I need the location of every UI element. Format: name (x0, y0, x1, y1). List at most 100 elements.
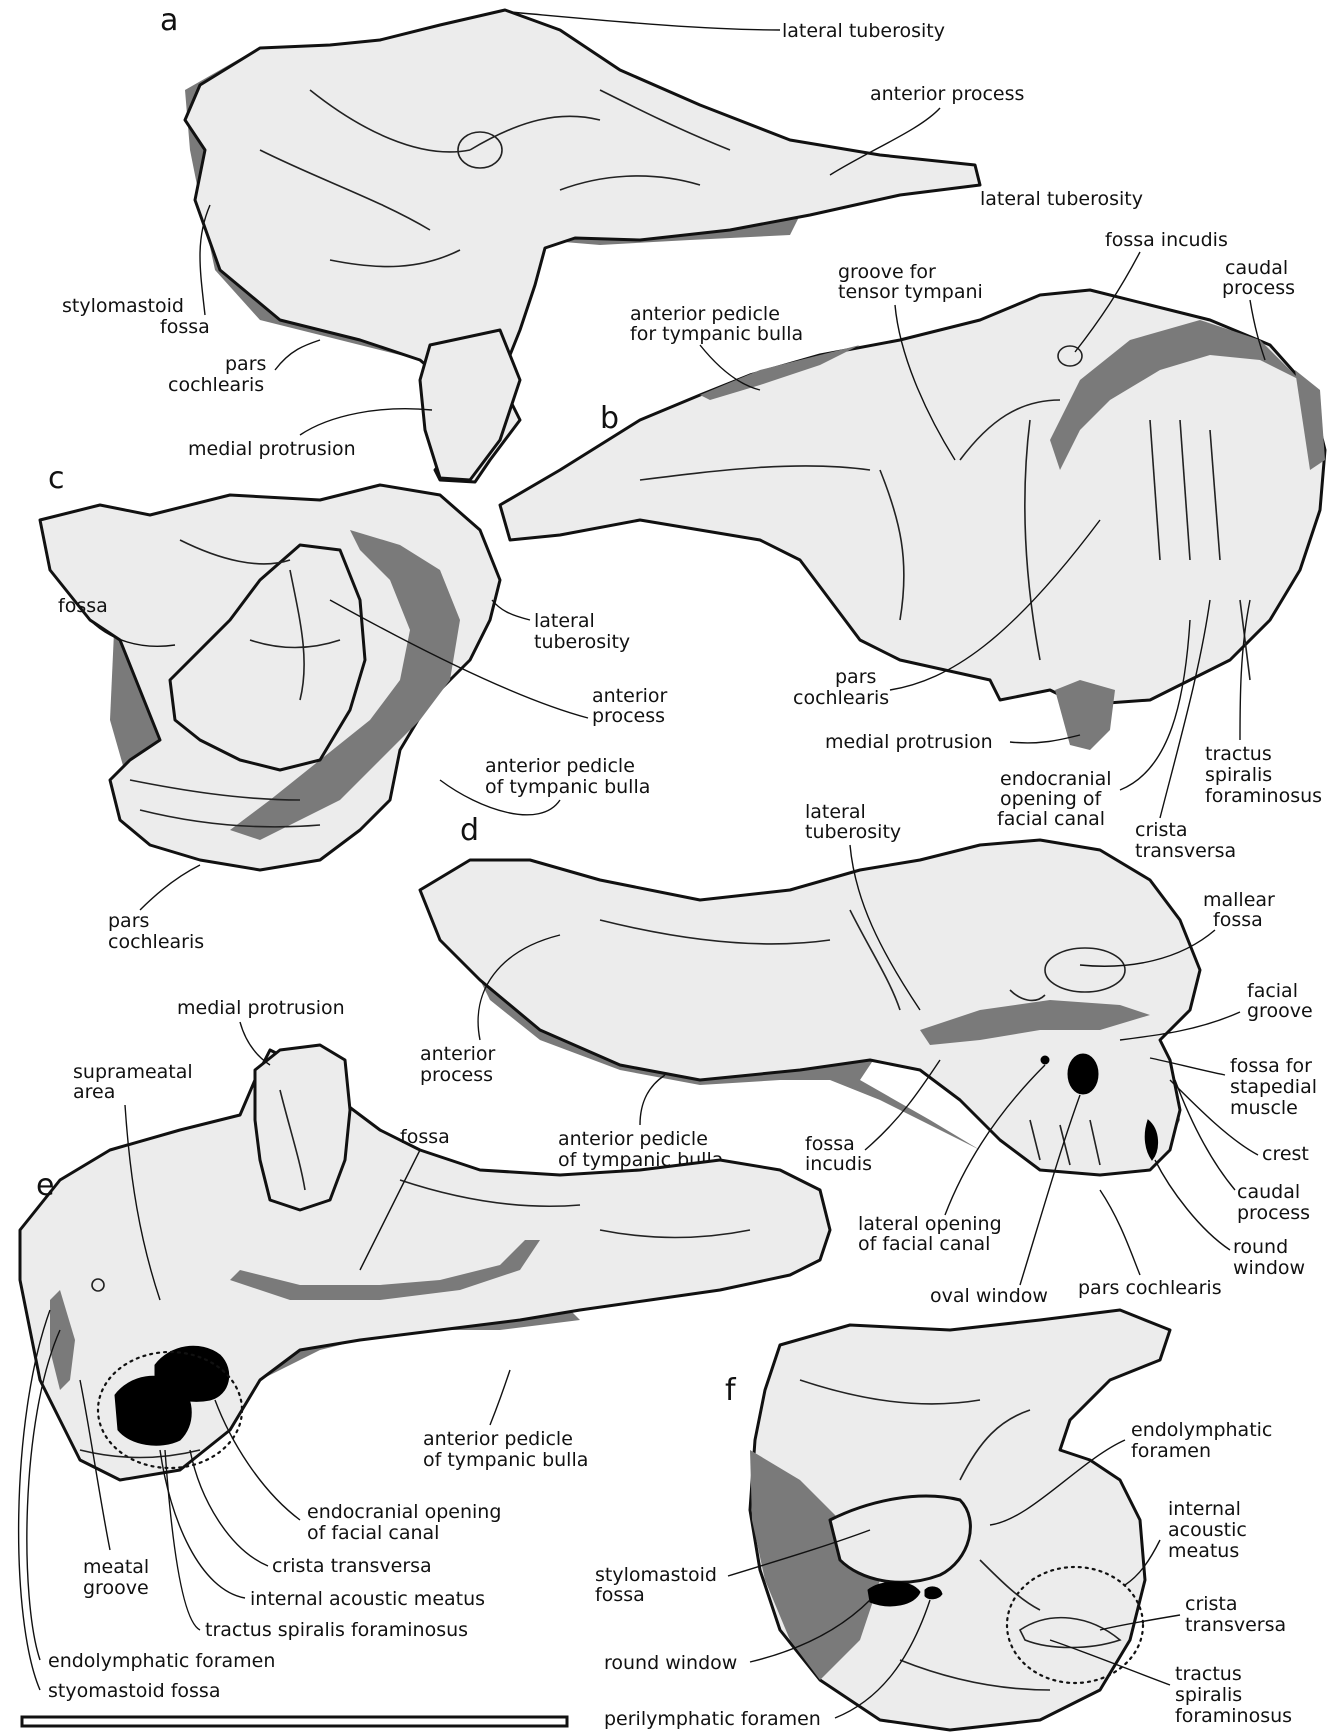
label-e-styomastoid: styomastoid fossa (48, 1680, 220, 1702)
label-b-crista-line2: transversa (1135, 840, 1236, 862)
panel-f-letter: f (725, 1373, 737, 1408)
panel-e (20, 1045, 830, 1480)
label-e-suprameatal-line1: suprameatal (73, 1061, 193, 1083)
label-d-caudal-line2: process (1237, 1202, 1310, 1224)
label-d-anterior-process-line1: anterior (420, 1043, 496, 1065)
label-a-pars-line2: cochlearis (168, 374, 264, 396)
panel-b-letter: b (600, 401, 619, 436)
label-d-oval-window: oval window (930, 1285, 1048, 1307)
scale-bar (22, 1717, 567, 1726)
label-b-endocranial-line3: facial canal (997, 808, 1105, 830)
label-c-lateral-line2: tuberosity (534, 631, 630, 653)
label-a-pars-line1: pars (225, 353, 266, 375)
label-e-endolymphatic: endolymphatic foramen (48, 1650, 275, 1672)
label-d-lateral-line1: lateral (805, 801, 866, 823)
label-b-anterior-pedicle-line1: anterior pedicle (630, 303, 780, 325)
label-f-tractus-line3: foraminosus (1175, 1705, 1292, 1727)
label-b-tractus-line2: spiralis (1205, 764, 1272, 786)
label-d-mallear-line2: fossa (1213, 909, 1263, 931)
label-d-lateral-line2: tuberosity (805, 821, 901, 843)
label-d-round-line2: window (1233, 1257, 1305, 1279)
label-a-stylomastoid-line2: fossa (160, 316, 210, 338)
label-b-groove-line1: groove for (838, 261, 936, 283)
panel-b-medial-protrusion (1055, 680, 1115, 750)
label-b-pars-line2: cochlearis (793, 687, 889, 709)
label-d-round-line1: round (1233, 1236, 1288, 1258)
label-b-endocranial-line2: opening of (1000, 788, 1102, 810)
label-b-caudal-line2: process (1222, 277, 1295, 299)
label-a-stylomastoid-line1: stylomastoid (62, 295, 184, 317)
label-b-fossa-incudis: fossa incudis (1105, 229, 1228, 251)
label-c-pars-line1: pars (108, 910, 149, 932)
panel-a-letter: a (160, 3, 178, 38)
label-f-crista-line1: crista (1185, 1593, 1238, 1615)
label-d-pars-cochlearis: pars cochlearis (1078, 1277, 1222, 1299)
label-d-facial-line2: groove (1247, 1000, 1313, 1022)
panel-e-medial-protrusion (255, 1045, 350, 1210)
label-b-anterior-pedicle-line2: for tympanic bulla (630, 323, 803, 345)
label-b-groove-line2: tensor tympani (838, 281, 983, 303)
panel-d (420, 840, 1200, 1175)
label-e-meatal-line2: groove (83, 1577, 149, 1599)
label-f-stylomastoid-line1: stylomastoid (595, 1564, 717, 1586)
label-e-anterior-pedicle-line2: of tympanic bulla (423, 1449, 588, 1471)
label-e-anterior-pedicle-line1: anterior pedicle (423, 1428, 573, 1450)
label-f-internal-line2: acoustic (1168, 1519, 1247, 1541)
label-b-endocranial-line1: endocranial (1000, 768, 1112, 790)
label-f-endolymphatic-line2: foramen (1131, 1440, 1211, 1462)
label-d-lateral-opening-line2: of facial canal (858, 1233, 990, 1255)
label-b-medial-protrusion: medial protrusion (825, 731, 993, 753)
label-b-pars-line1: pars (835, 666, 876, 688)
label-e-endocranial-line1: endocranial opening (307, 1501, 501, 1523)
label-e-meatal-line1: meatal (83, 1556, 149, 1578)
label-d-crest: crest (1262, 1143, 1309, 1165)
label-f-tractus-line2: spiralis (1175, 1684, 1242, 1706)
label-c-fossa: fossa (58, 595, 108, 617)
label-d-fossa-incudis-line1: fossa (805, 1133, 855, 1155)
panel-f (750, 1310, 1170, 1730)
label-d-anterior-pedicle-line1: anterior pedicle (558, 1128, 708, 1150)
label-d-stapedial-line3: muscle (1230, 1097, 1298, 1119)
label-c-anterior-pedicle-line2: of tympanic bulla (485, 776, 650, 798)
label-d-anterior-process-line2: process (420, 1064, 493, 1086)
label-f-stylomastoid-line2: fossa (595, 1584, 645, 1606)
label-f-crista-line2: transversa (1185, 1614, 1286, 1636)
label-f-round-window: round window (604, 1652, 737, 1674)
label-d-caudal-line1: caudal (1237, 1181, 1300, 1203)
label-a-lateral-tuberosity-top: lateral tuberosity (782, 20, 945, 42)
label-c-anterior-pedicle-line1: anterior pedicle (485, 755, 635, 777)
panel-d-oval-window (1068, 1054, 1098, 1094)
label-d-mallear-line1: mallear (1203, 889, 1275, 911)
label-b-tractus-line3: foraminosus (1205, 785, 1322, 807)
label-e-medial-protrusion: medial protrusion (177, 997, 345, 1019)
label-e-crista: crista transversa (272, 1555, 432, 1577)
label-e-endocranial-line2: of facial canal (307, 1522, 439, 1544)
panel-d-letter: d (460, 813, 479, 848)
label-d-stapedial-line2: stapedial (1230, 1076, 1317, 1098)
label-f-endolymphatic-line1: endolymphatic (1131, 1419, 1272, 1441)
label-c-anterior-process-line1: anterior (592, 685, 668, 707)
label-e-tractus: tractus spiralis foraminosus (205, 1619, 468, 1641)
label-b-tractus-line1: tractus (1205, 743, 1272, 765)
label-d-stapedial-line1: fossa for (1230, 1055, 1312, 1077)
label-f-internal-line3: meatus (1168, 1540, 1239, 1562)
label-d-fossa-incudis-line2: incudis (805, 1153, 872, 1175)
label-f-tractus-line1: tractus (1175, 1663, 1242, 1685)
label-a-medial-protrusion: medial protrusion (188, 438, 356, 460)
label-d-facial-line1: facial (1247, 980, 1298, 1002)
panel-c (40, 485, 500, 870)
panel-a-medial-protrusion (420, 330, 520, 480)
label-b-caudal-line1: caudal (1225, 257, 1288, 279)
label-a-anterior-process: anterior process (870, 83, 1024, 105)
panel-c-letter: c (48, 461, 65, 496)
panel-e-letter: e (36, 1168, 54, 1203)
panel-e-internal-acoustic-meatus (115, 1376, 191, 1445)
label-f-perilymphatic: perilymphatic foramen (604, 1708, 821, 1730)
label-b-crista-line1: crista (1135, 819, 1188, 841)
label-d-lateral-opening-line1: lateral opening (858, 1213, 1002, 1235)
label-e-fossa: fossa (400, 1126, 450, 1148)
panel-d-lateral-opening (1041, 1056, 1049, 1064)
label-e-internal-meatus: internal acoustic meatus (250, 1588, 485, 1610)
label-e-suprameatal-line2: area (73, 1081, 115, 1103)
